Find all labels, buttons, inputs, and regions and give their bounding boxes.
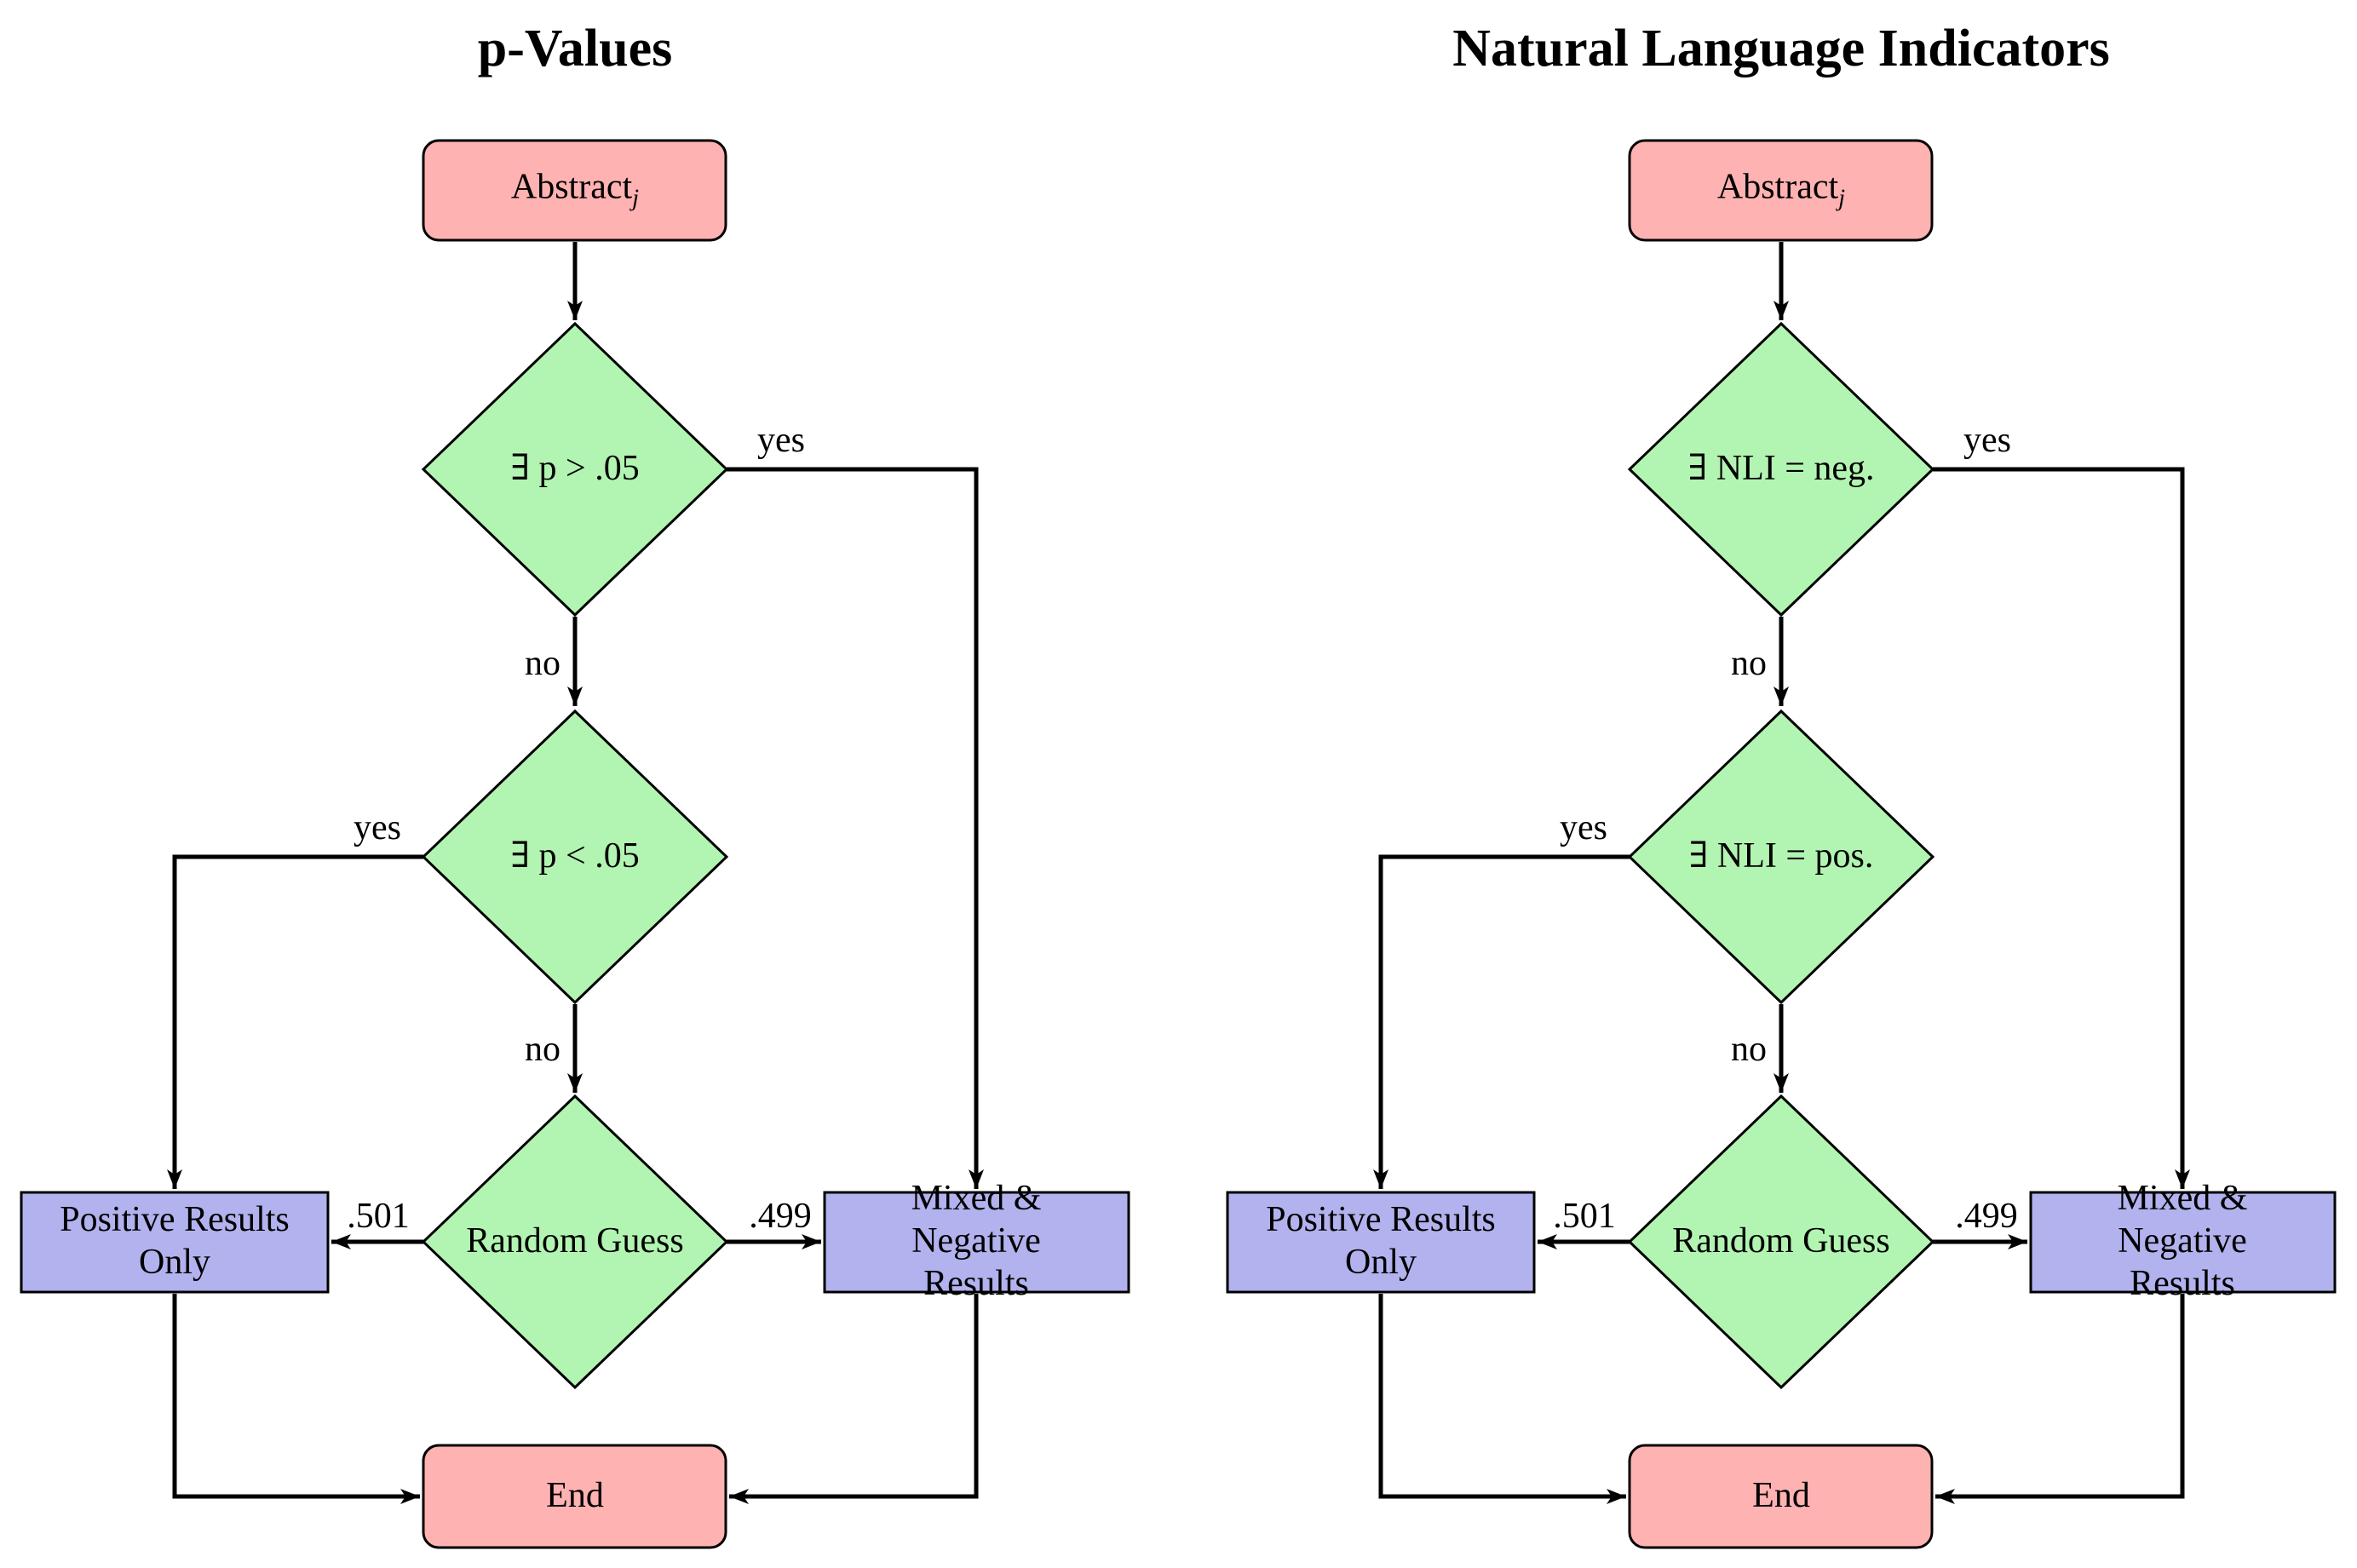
decision-first-shape (1627, 321, 1935, 617)
edge-first-yes (1933, 467, 2190, 1189)
edge-positive-to-end (1378, 1294, 1626, 1504)
outcome-positive-label: Positive Results Only (1266, 1200, 1496, 1282)
edge-mixed-to-end (1935, 1294, 2185, 1504)
flowchart-canvas-left (20, 139, 1130, 1549)
start-node-subscript: j (632, 185, 640, 212)
decision-third-label: Random Guess (1672, 1221, 1890, 1261)
start-node-shape (422, 139, 727, 242)
outcome-mixed-shape (823, 1191, 1130, 1294)
start-node-shape (1628, 139, 1934, 242)
edge-label-second-no: no (1731, 1030, 1767, 1070)
start-node-text: Abstract (510, 167, 633, 207)
end-node-label: End (546, 1476, 604, 1516)
edge-mixed-to-end (729, 1294, 979, 1504)
flowchart-nli: Natural Language Indicators Abstractj ∃ … (1206, 0, 2357, 1568)
decision-second-shape (421, 709, 729, 1005)
edge-first-yes (727, 467, 984, 1189)
edge-label-third-right: .499 (1955, 1197, 2018, 1237)
edge-label-second-yes: yes (354, 808, 401, 848)
edge-label-second-yes: yes (1560, 808, 1607, 848)
edge-label-third-left: .501 (1553, 1197, 1616, 1237)
edge-label-first-yes: yes (757, 421, 805, 461)
chart-title: Natural Language Indicators (1452, 20, 2110, 78)
edge-positive-to-end (172, 1294, 420, 1504)
decision-third-shape (421, 1094, 729, 1390)
outcome-positive-shape (1226, 1191, 1536, 1294)
edge-label-third-right: .499 (749, 1197, 812, 1237)
edge-label-first-no: no (525, 644, 561, 684)
decision-second-label: ∃ NLI = pos. (1688, 836, 1874, 876)
decision-second-shape (1627, 709, 1935, 1005)
decision-first-shape (421, 321, 729, 617)
edge-label-first-no: no (1731, 644, 1767, 684)
flowchart-p-values: p-Values Abstractj ∃ p > .05 ∃ p < .05 R… (20, 20, 1130, 1549)
decision-first-label: ∃ p > .05 (510, 449, 640, 489)
outcome-positive-shape (20, 1191, 330, 1294)
outcome-mixed-shape (2029, 1191, 2337, 1294)
decision-first-label: ∃ NLI = neg. (1687, 449, 1875, 489)
start-node-label: Abstractj (1717, 166, 1845, 213)
outcome-mixed-label: Mixed & Negative Results (2117, 1179, 2248, 1303)
edge-label-third-left: .501 (347, 1197, 410, 1237)
end-node-label: End (1752, 1476, 1810, 1516)
start-node-label: Abstractj (511, 166, 639, 213)
outcome-positive-label: Positive Results Only (60, 1200, 290, 1282)
end-node-shape (422, 1444, 727, 1549)
edge-label-first-yes: yes (1963, 421, 2011, 461)
decision-second-label: ∃ p < .05 (510, 836, 640, 876)
edge-second-yes (1373, 854, 1630, 1189)
flowchart-canvas-right (1226, 139, 2337, 1549)
edge-label-second-no: no (525, 1030, 561, 1070)
start-node-text: Abstract (1716, 167, 1839, 207)
outcome-mixed-label: Mixed & Negative Results (911, 1179, 1042, 1303)
decision-third-label: Random Guess (466, 1221, 684, 1261)
chart-title: p-Values (477, 20, 673, 78)
edge-second-yes (167, 854, 423, 1189)
decision-third-shape (1627, 1094, 1935, 1390)
start-node-subscript: j (1838, 185, 1846, 212)
end-node-shape (1628, 1444, 1934, 1549)
